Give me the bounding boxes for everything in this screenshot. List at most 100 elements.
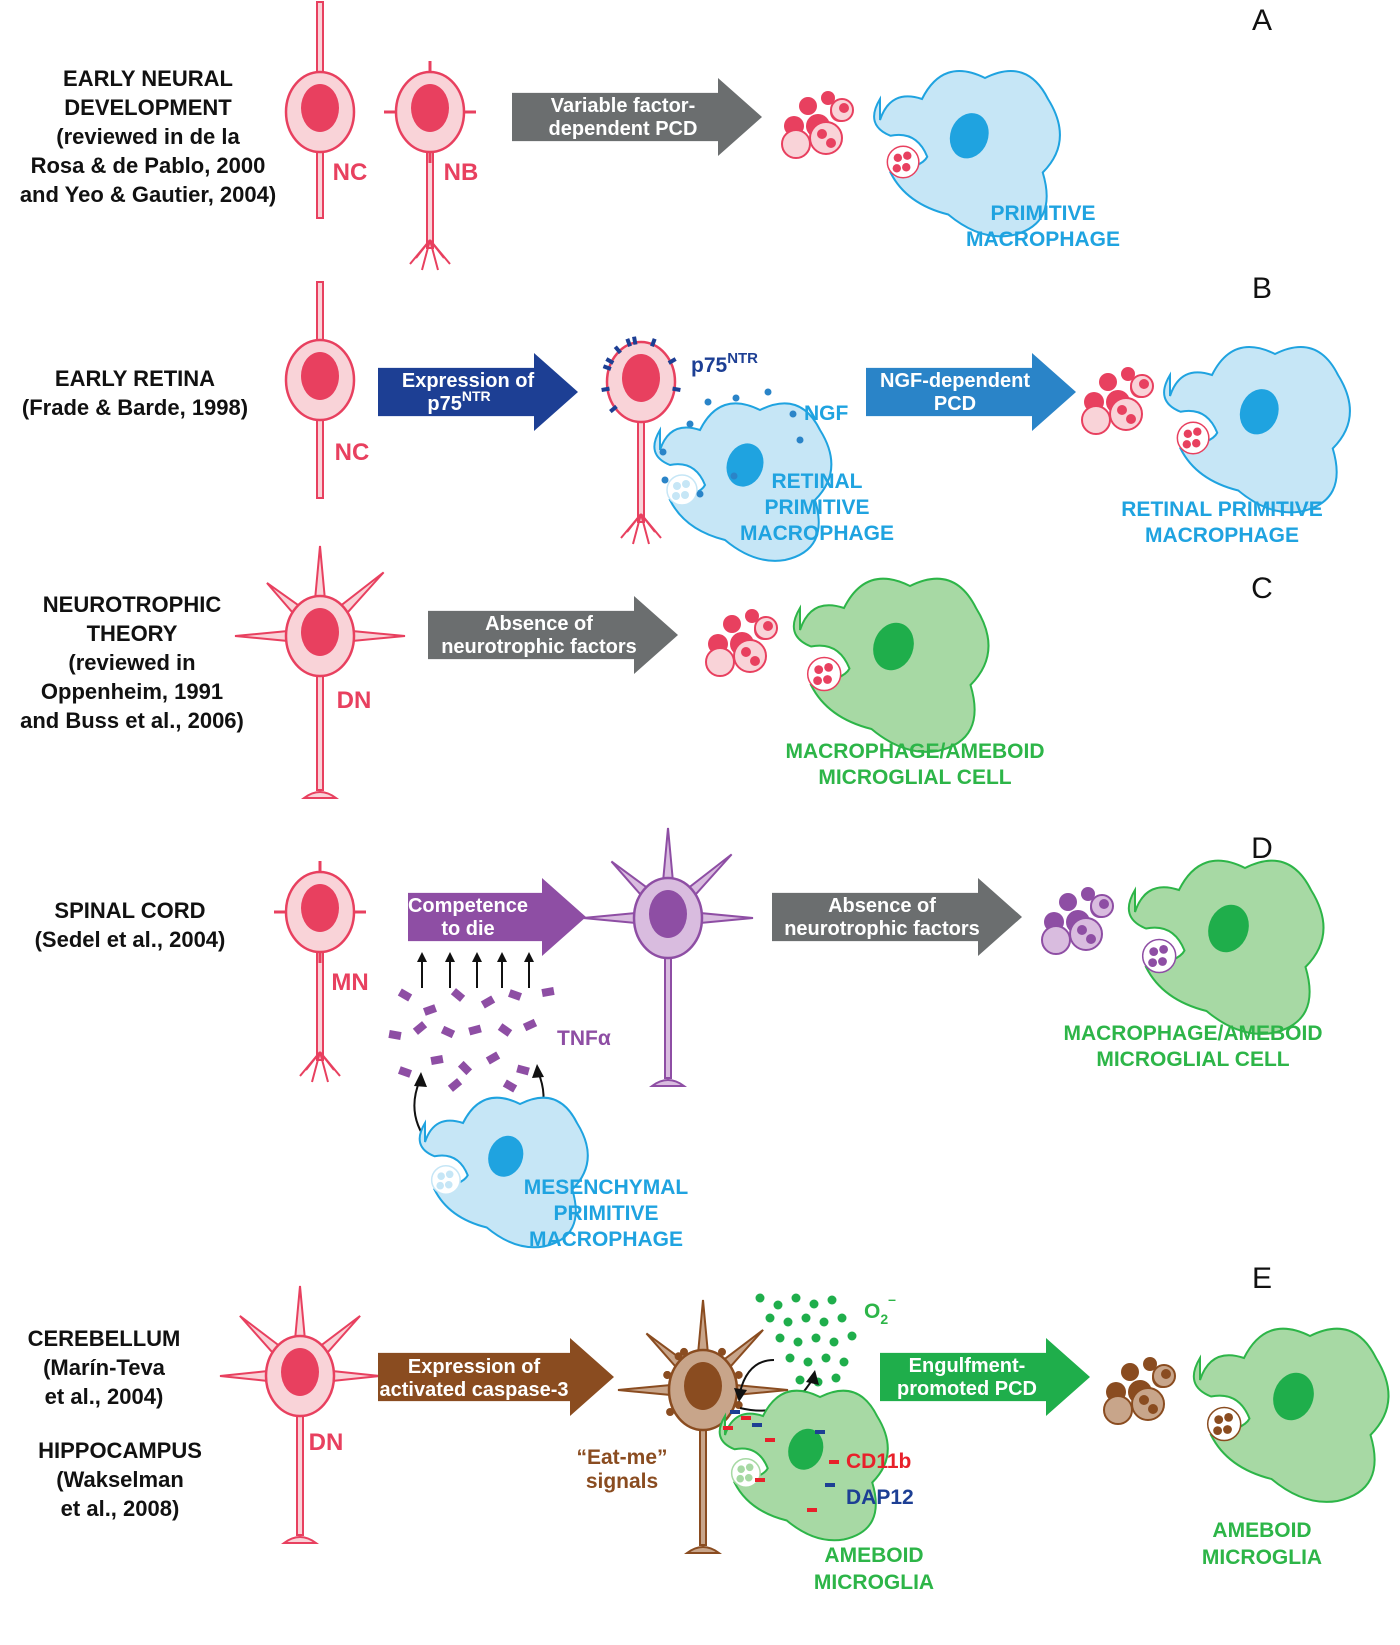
arrow-absence-c-text-line: Absence of <box>485 613 593 635</box>
eatme-bumps <box>663 1347 743 1416</box>
up-arrows-d <box>417 952 534 988</box>
arrow-competence-text-line: Competence <box>408 895 528 917</box>
neuron-nc-b <box>284 281 356 499</box>
arrow-absence-d-text-line: Absence of <box>828 895 936 917</box>
macrophage-a-label-line: MACROPHAGE <box>966 228 1120 251</box>
microglia-c-label-line: MICROGLIAL CELL <box>818 766 1011 789</box>
neuron-mn-d <box>274 861 366 1083</box>
eatme-label-line: signals <box>586 1470 658 1493</box>
microglia-d-label-line: MICROGLIAL CELL <box>1096 1048 1289 1071</box>
panel-a-context-line: EARLY NEURAL <box>63 66 233 91</box>
dap12-label: DAP12 <box>846 1486 914 1509</box>
ameboid-microglia-e-mid <box>718 1389 889 1542</box>
arrow-engulfment-pcd <box>880 1338 1090 1416</box>
tnf-label: TNFα <box>557 1027 611 1050</box>
neuron-nc-a <box>284 1 356 219</box>
panel-e-label: E <box>1252 1262 1272 1295</box>
panel-e-context2-line: HIPPOCAMPUS <box>38 1438 202 1463</box>
arrow-caspase-text-line: activated caspase-3 <box>379 1379 568 1401</box>
primitive-macrophage-a <box>873 70 1061 238</box>
apoptotic-debris-d <box>1041 887 1114 955</box>
label-dn-c: DN <box>337 687 372 714</box>
neuron-nb-a <box>384 61 476 271</box>
macrophage-b-mid-label-line: PRIMITIVE <box>764 496 869 519</box>
arrow-absence-neurotrophic-c <box>428 596 678 674</box>
microglia-e-end-label-line: AMEBOID <box>1212 1519 1311 1542</box>
panel-d-context-line: (Sedel et al., 2004) <box>35 927 226 952</box>
panel-e-context1-line: (Marín-Teva <box>43 1355 166 1380</box>
neuron-caspase-e <box>617 1299 789 1554</box>
panel-a-context-line: DEVELOPMENT <box>64 95 232 120</box>
arrow-absence-c-text-line: neurotrophic factors <box>441 636 637 658</box>
arrow-p75-text2: p75NTR <box>427 388 490 415</box>
arrow-p75-expression <box>378 353 578 431</box>
mesenchymal-macrophage-label-line: PRIMITIVE <box>553 1202 658 1225</box>
panel-b-context-line: (Frade & Barde, 1998) <box>22 395 248 420</box>
ngf-label: NGF <box>804 402 849 425</box>
panel-c-context-line: NEUROTROPHIC <box>43 592 222 617</box>
microglia-d-label-line: MACROPHAGE/AMEBOID <box>1063 1022 1322 1045</box>
arrow-competence <box>408 878 586 956</box>
ngf-dots <box>659 388 804 498</box>
macrophage-b-end-label-line: MACROPHAGE <box>1145 524 1299 547</box>
label-nc-b: NC <box>335 439 370 466</box>
cd11b-dap12-markers <box>723 1410 839 1512</box>
microglia-c-label-line: MACROPHAGE/AMEBOID <box>785 740 1044 763</box>
panel-b-context-line: EARLY RETINA <box>55 366 215 391</box>
panel-e-context2-line: et al., 2008) <box>61 1496 180 1521</box>
arrow-variable-pcd-text-line: Variable factor- <box>551 95 696 117</box>
neuron-p75-b <box>605 340 677 545</box>
microglia-e-end-label-line: MICROGLIA <box>1202 1546 1322 1569</box>
superoxide-dots <box>755 1293 857 1405</box>
panel-a-context-line: (reviewed in de la <box>56 124 240 149</box>
arrow-caspase-text-line: Expression of <box>408 1356 541 1378</box>
panel-e-context2-line: (Wakselman <box>56 1467 184 1492</box>
panel-d-label: D <box>1251 832 1273 865</box>
label-nb-a: NB <box>444 159 479 186</box>
apoptotic-debris-b <box>1081 367 1154 435</box>
apoptotic-debris-e <box>1103 1357 1176 1425</box>
panel-a-context-line: Rosa & de Pablo, 2000 <box>31 153 266 178</box>
mesenchymal-macrophage-label-line: MESENCHYMAL <box>524 1176 689 1199</box>
label-nc-a: NC <box>333 159 368 186</box>
label-dn-e: DN <box>309 1429 344 1456</box>
apoptotic-debris-a <box>781 91 854 159</box>
arrow-ngf-text-line: NGF-dependent <box>880 370 1030 392</box>
neuron-competent-d <box>582 827 754 1087</box>
arrow-p75-text: Expression of <box>402 370 535 392</box>
arrow-ngf-text-line: PCD <box>934 393 976 415</box>
microglial-cell-d <box>1127 859 1325 1035</box>
arrow-engulfment-text-line: Engulfment- <box>909 1355 1026 1377</box>
superoxide-label: O2– <box>864 1291 896 1327</box>
arrow-absence-neurotrophic-d <box>772 878 1022 956</box>
panel-c-context-line: THEORY <box>87 621 178 646</box>
p75-receptors <box>601 336 681 414</box>
panel-a-context-line: and Yeo & Gautier, 2004) <box>20 182 276 207</box>
panel-b-label: B <box>1252 272 1272 305</box>
panel-e-context1-line: et al., 2004) <box>45 1384 164 1409</box>
arrow-variable-pcd-text-line: dependent PCD <box>549 118 698 140</box>
tnf-particles <box>388 987 555 1093</box>
retinal-macrophage-b-end <box>1163 346 1351 514</box>
cd11b-label: CD11b <box>846 1450 911 1473</box>
p75-label: p75NTR <box>691 350 758 377</box>
arrow-competence-text-line: to die <box>441 918 494 940</box>
mesenchymal-macrophage-d <box>418 1096 589 1249</box>
macrophage-a-label-line: PRIMITIVE <box>990 202 1095 225</box>
macrophage-b-mid-label-line: RETINAL <box>772 470 863 493</box>
panel-d-context-line: SPINAL CORD <box>54 898 205 923</box>
eatme-label-line: “Eat-me” <box>576 1446 667 1469</box>
panel-e-context1-line: CEREBELLUM <box>28 1326 181 1351</box>
neuron-dn-e <box>219 1285 381 1544</box>
arrow-caspase <box>378 1338 614 1416</box>
arrow-variable-pcd <box>512 78 762 156</box>
mesenchymal-macrophage-label-line: MACROPHAGE <box>529 1228 683 1251</box>
arrow-ngf-pcd <box>866 353 1076 431</box>
panel-c-context-line: (reviewed in <box>68 650 195 675</box>
microglia-e-mid-label-line: MICROGLIA <box>814 1571 934 1594</box>
arrow-absence-d-text-line: neurotrophic factors <box>784 918 980 940</box>
label-mn-d: MN <box>331 969 368 996</box>
arrow-engulfment-text-line: promoted PCD <box>897 1378 1037 1400</box>
microglia-e-mid-label-line: AMEBOID <box>824 1544 923 1567</box>
panel-c-context-line: Oppenheim, 1991 <box>41 679 223 704</box>
